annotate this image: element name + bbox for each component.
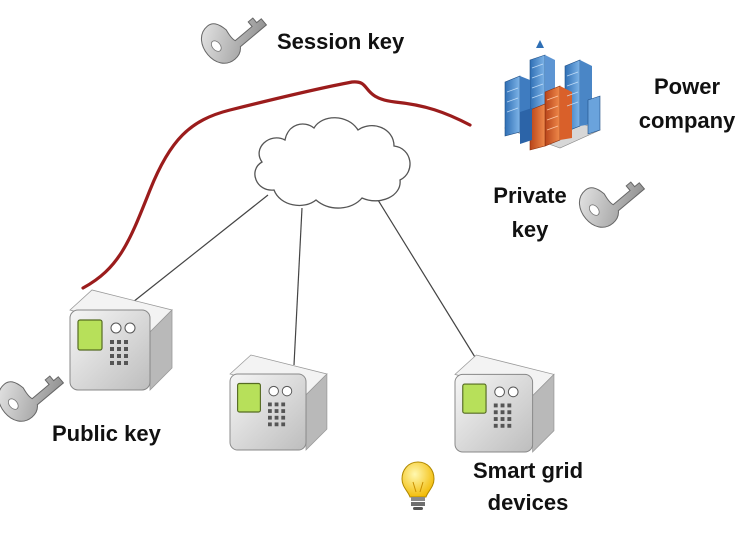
smart-meter-icon: [454, 354, 555, 453]
connector-line-middle: [293, 207, 303, 366]
session-key-label: Session key: [277, 29, 405, 54]
cloud-icon: [254, 117, 411, 209]
key-icon: [0, 375, 65, 422]
power-company-label-line2: company: [638, 108, 736, 133]
smart-meter-icon: [69, 289, 173, 391]
smart-grid-label-line2: devices: [487, 490, 569, 515]
smart-meter-icon: [229, 354, 328, 451]
power-company-label-line1: Power: [653, 74, 721, 99]
session-key-curve: [81, 80, 472, 290]
lightbulb-icon: [401, 461, 435, 510]
private-key-label-line1: Private: [493, 183, 567, 208]
connector-line-left: [132, 194, 269, 303]
key-icon: [200, 17, 268, 64]
key-icon: [578, 181, 646, 228]
city-buildings-icon: [504, 40, 601, 151]
smart-grid-label-line1: Smart grid: [472, 458, 584, 483]
private-key-label-line2: key: [511, 217, 549, 242]
connector-line-right: [377, 199, 479, 363]
public-key-label: Public key: [52, 421, 161, 446]
